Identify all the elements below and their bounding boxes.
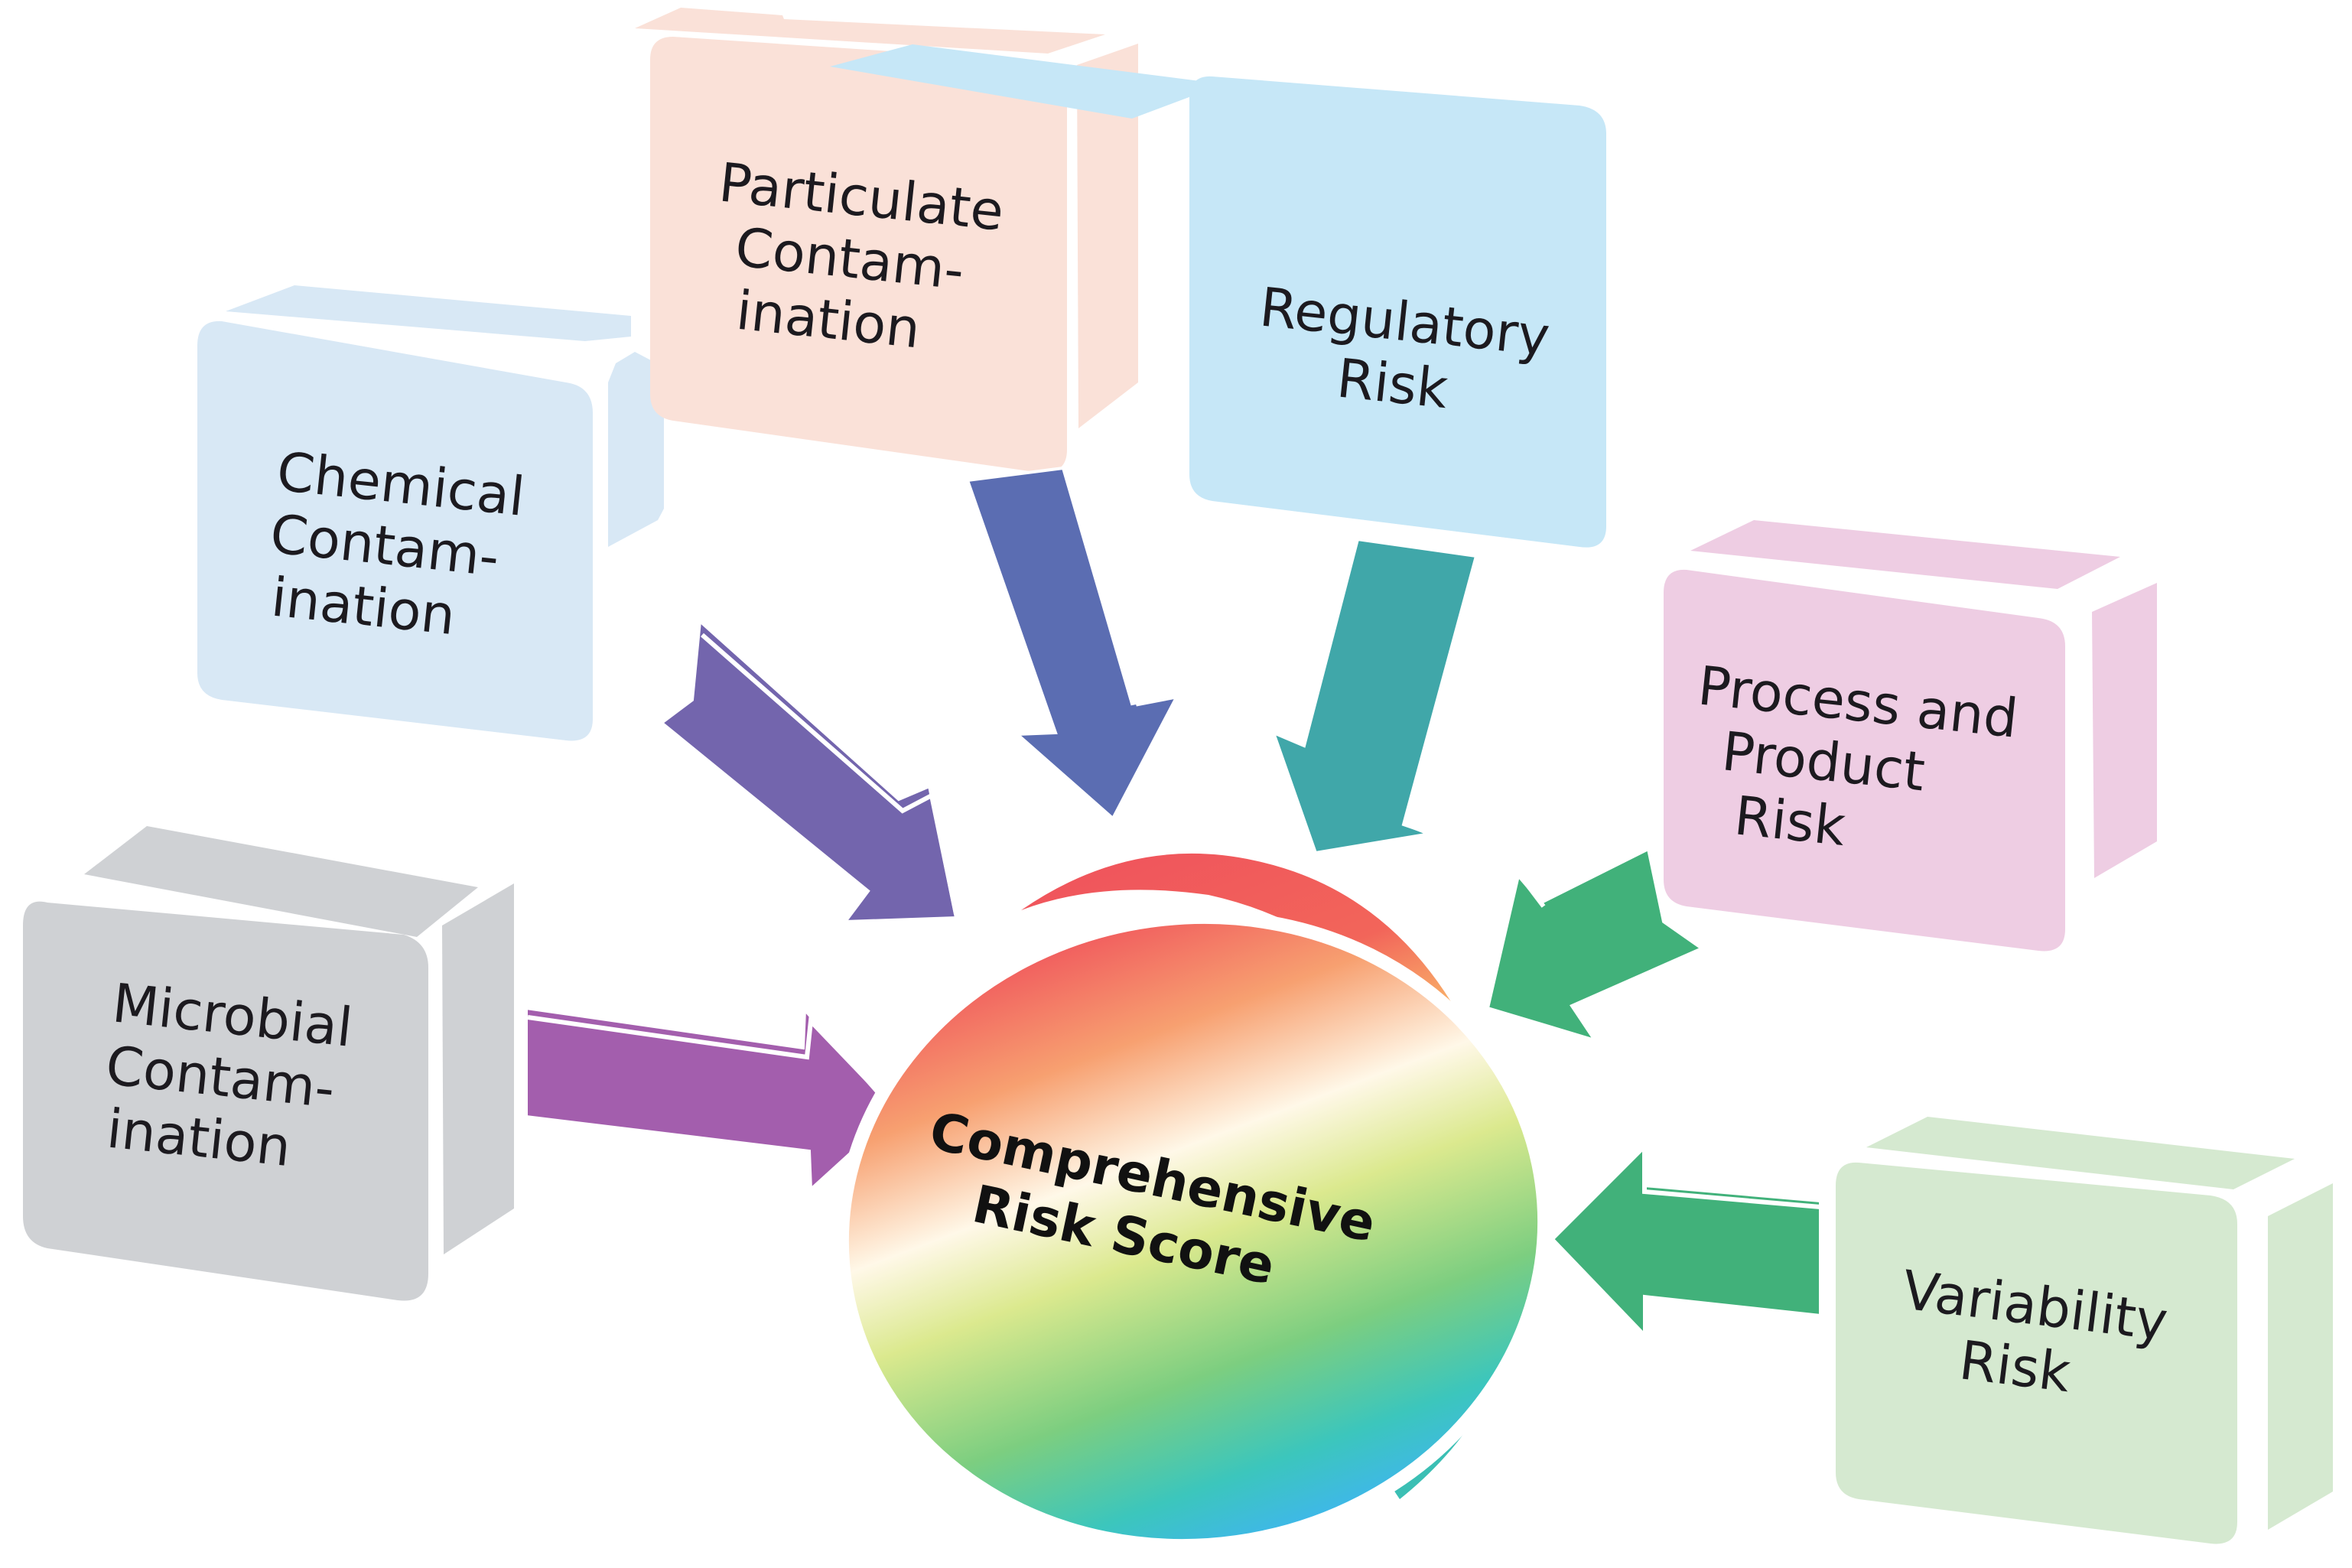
box-chemical-front — [197, 320, 593, 741]
box-variability: Variability Risk — [1836, 1117, 2333, 1544]
box-microbial-front — [23, 901, 428, 1301]
box-process-product-top — [1690, 520, 2120, 589]
box-process-product: Process and Product Risk — [1664, 520, 2157, 952]
box-process-product-side — [2092, 583, 2157, 878]
box-chemical-side — [608, 352, 664, 547]
arrow-microbial — [525, 1005, 899, 1193]
box-variability-top — [1866, 1117, 2295, 1189]
arrow-regulatory — [1270, 537, 1486, 855]
box-variability-side — [2268, 1183, 2333, 1530]
box-regulatory-front — [1189, 76, 1606, 548]
box-regulatory-top — [830, 44, 1224, 119]
arrow-particulate — [965, 466, 1181, 821]
box-process-product-front — [1664, 569, 2065, 952]
box-microbial-label: Microbial Contam- ination — [96, 971, 372, 1186]
arrow-variability-shape — [1550, 1143, 1822, 1339]
box-particulate-side — [1077, 44, 1138, 428]
box-regulatory: Regulatory Risk — [830, 44, 1606, 548]
box-variability-front — [1836, 1162, 2237, 1544]
arrow-chemical-shape — [659, 617, 958, 924]
center-score-disc: Comprehensive Risk Score — [834, 853, 1552, 1553]
box-particulate: Particulate Contam- ination — [635, 8, 1138, 473]
arrow-chemical — [659, 617, 958, 924]
arrow-particulate-shape — [965, 466, 1181, 821]
box-particulate-top — [635, 8, 1105, 54]
disc-face — [841, 916, 1545, 1547]
box-particulate-front — [650, 37, 1067, 473]
arrow-regulatory-shape — [1270, 537, 1479, 855]
box-chemical: Chemical Contam- ination — [197, 285, 664, 741]
box-microbial-top — [84, 826, 478, 937]
arrow-process-product — [1485, 847, 1706, 1043]
box-microbial: Microbial Contam- ination — [23, 826, 514, 1301]
box-microbial-side — [442, 883, 514, 1254]
arrow-microbial-shape — [525, 1005, 897, 1193]
box-chemical-top — [226, 285, 631, 341]
arrow-variability — [1550, 1143, 1822, 1339]
box-particulate-label: Particulate Contam- ination — [703, 151, 1023, 369]
